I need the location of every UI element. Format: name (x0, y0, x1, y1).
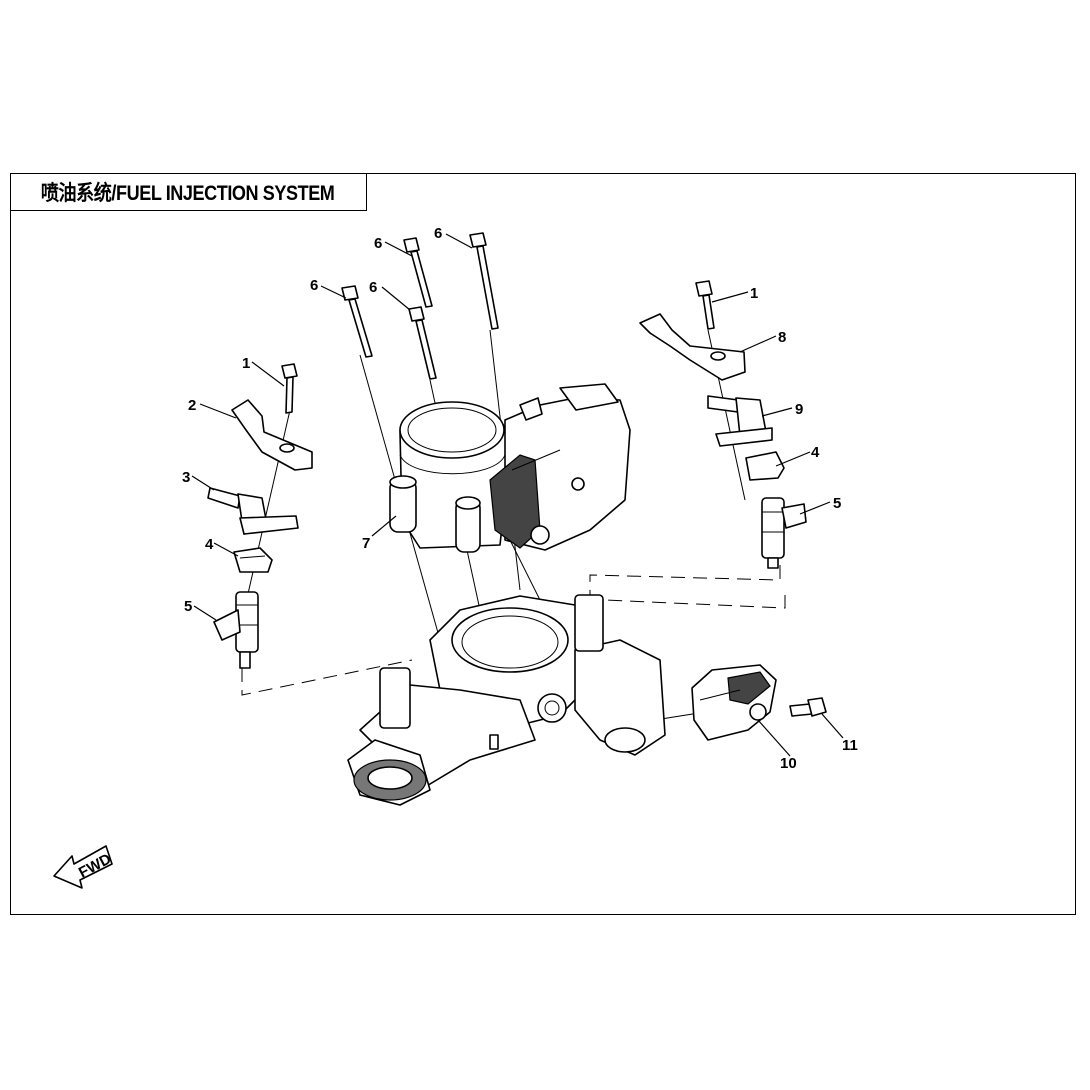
fuel-elbow-9 (707, 395, 773, 447)
callout-6: 6 (434, 225, 442, 242)
diagram-frame (10, 173, 1076, 915)
callout-5: 5 (184, 598, 192, 615)
callout-1: 1 (242, 355, 250, 372)
injector-5-left (213, 591, 259, 669)
callout-11: 11 (842, 737, 858, 754)
fwd-arrow: FWD (53, 845, 114, 889)
bracket-8 (639, 313, 746, 381)
callout-7: 7 (362, 535, 370, 552)
clip-4-right (745, 451, 785, 481)
callout-1: 1 (750, 285, 758, 302)
callouts: 6 6 6 6 1 8 9 4 5 1 2 3 4 5 7 10 11 (182, 225, 858, 772)
sensor-10 (691, 664, 777, 741)
clip-4-left (233, 547, 273, 573)
throttle-body-7 (389, 383, 631, 553)
bolt-6-d (469, 232, 499, 330)
callout-10: 10 (780, 755, 797, 772)
callout-6: 6 (374, 235, 382, 252)
callout-2: 2 (188, 397, 196, 414)
bolt-6-b (403, 237, 433, 308)
leader-lines (191, 233, 844, 757)
screw-11 (789, 697, 827, 717)
fuel-elbow-3 (207, 487, 299, 535)
callout-4: 4 (811, 444, 820, 461)
bolt-1-left (281, 363, 298, 414)
title-box: 喷油系统/FUEL INJECTION SYSTEM (10, 173, 367, 211)
callout-3: 3 (182, 469, 190, 486)
bracket-2 (231, 399, 313, 471)
callout-8: 8 (778, 329, 786, 346)
bolt-1-right (695, 280, 715, 330)
callout-4: 4 (205, 536, 214, 553)
page-title: 喷油系统/FUEL INJECTION SYSTEM (41, 181, 335, 205)
callout-5: 5 (833, 495, 841, 512)
bolt-6-c (408, 306, 437, 380)
bolt-6-a (341, 285, 373, 358)
intake-manifold (347, 594, 666, 806)
callout-6: 6 (369, 279, 377, 296)
injector-5-right (761, 497, 807, 569)
callout-6: 6 (310, 277, 318, 294)
callout-9: 9 (795, 401, 803, 418)
